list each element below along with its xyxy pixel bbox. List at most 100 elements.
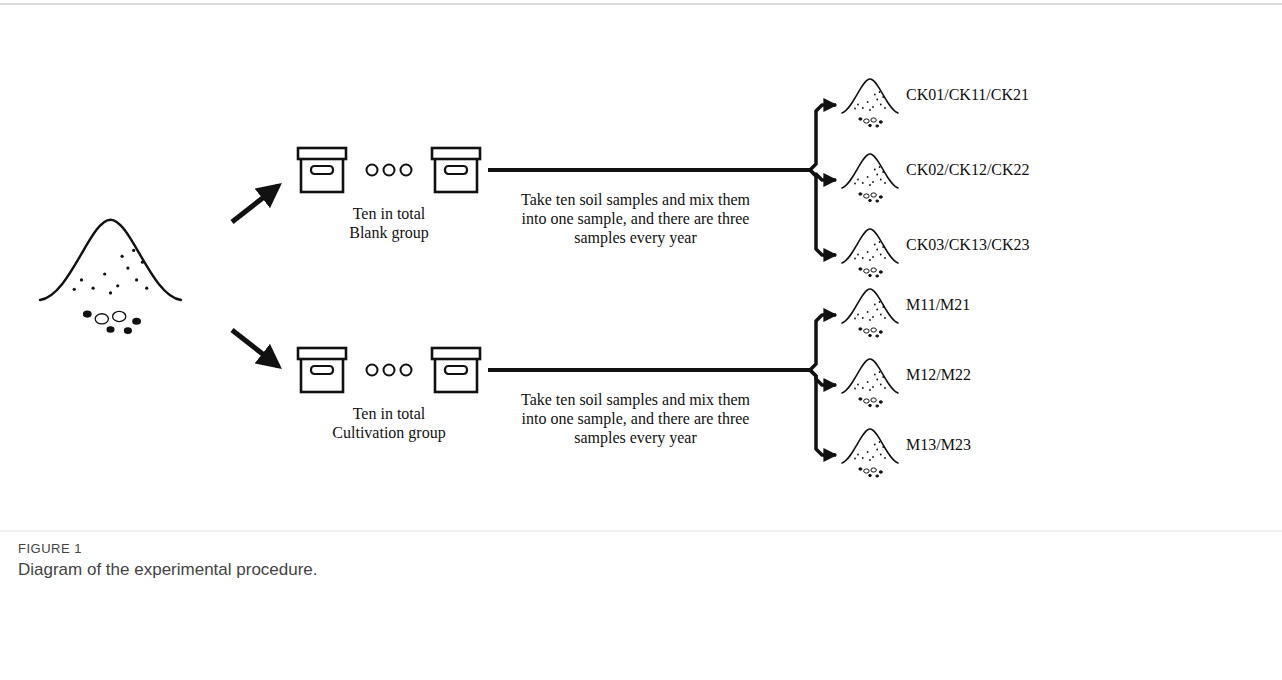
soil-grain bbox=[876, 99, 878, 101]
pile-outline bbox=[842, 359, 898, 393]
box-lid bbox=[298, 148, 346, 159]
soil-grain bbox=[854, 258, 856, 260]
soil-grain bbox=[854, 318, 856, 320]
sample-pile bbox=[838, 355, 902, 411]
pebble bbox=[133, 318, 141, 324]
soil-grain bbox=[882, 306, 884, 308]
soil-grain bbox=[879, 371, 881, 373]
soil-grain bbox=[884, 317, 886, 319]
soil-grain bbox=[879, 91, 881, 93]
pebble bbox=[876, 125, 879, 127]
pile-outline bbox=[842, 289, 898, 323]
soil-grain bbox=[869, 389, 871, 391]
pile-outline bbox=[842, 154, 898, 188]
box-handle bbox=[311, 166, 333, 174]
soil-grain bbox=[872, 456, 874, 458]
sample-node: CK03/CK13/CK23 bbox=[838, 225, 1034, 281]
process-note: Take ten soil samples and mix them into … bbox=[508, 390, 763, 448]
pebble bbox=[879, 196, 882, 198]
soil-grain bbox=[882, 246, 884, 248]
group-node: Ten in total Cultivation group bbox=[296, 340, 482, 442]
soil-grain bbox=[880, 179, 882, 181]
box-icon bbox=[298, 148, 346, 192]
soil-grain bbox=[880, 314, 882, 316]
sample-label: CK03/CK13/CK23 bbox=[906, 235, 1030, 254]
ellipsis-circle bbox=[384, 365, 395, 376]
soil-grain bbox=[884, 457, 886, 459]
pebble bbox=[871, 193, 876, 197]
pebble bbox=[869, 274, 872, 276]
box-body bbox=[435, 358, 477, 392]
soil-grain bbox=[882, 96, 884, 98]
sample-label: M12/M22 bbox=[906, 365, 971, 384]
soil-grain bbox=[882, 446, 884, 448]
pebble bbox=[859, 398, 862, 400]
soil-grain bbox=[874, 94, 876, 96]
sample-pile bbox=[838, 425, 902, 481]
soil-grain bbox=[854, 458, 856, 460]
pebble bbox=[871, 268, 876, 272]
soil-grain bbox=[109, 291, 112, 294]
pebble bbox=[864, 399, 869, 403]
pebble bbox=[107, 327, 114, 332]
pebble bbox=[876, 335, 879, 337]
soil-grain bbox=[884, 107, 886, 109]
soil-grain bbox=[879, 301, 881, 303]
ellipsis-circle bbox=[367, 365, 378, 376]
soil-grain bbox=[880, 254, 882, 256]
box-icon bbox=[432, 148, 480, 192]
ellipsis-circle bbox=[401, 165, 412, 176]
pebble bbox=[879, 121, 882, 123]
pebble bbox=[879, 471, 882, 473]
soil-grain bbox=[867, 381, 869, 383]
soil-grain bbox=[80, 278, 83, 281]
sample-pile bbox=[838, 150, 902, 206]
pebble bbox=[864, 194, 869, 198]
soil-grain bbox=[867, 311, 869, 313]
pile-outline bbox=[842, 429, 898, 463]
soil-grain bbox=[874, 304, 876, 306]
process-arrow bbox=[488, 105, 836, 170]
soil-grain bbox=[135, 278, 138, 281]
soil-grain bbox=[879, 241, 881, 243]
soil-pile bbox=[40, 220, 181, 334]
sample-label: CK01/CK11/CK21 bbox=[906, 85, 1029, 104]
soil-grain bbox=[862, 257, 864, 259]
pebble bbox=[869, 404, 872, 406]
soil-grain bbox=[869, 459, 871, 461]
soil-grain bbox=[857, 254, 859, 256]
process-note: Take ten soil samples and mix them into … bbox=[508, 190, 763, 248]
pebble bbox=[859, 193, 862, 195]
soil-grain bbox=[882, 171, 884, 173]
top-rule bbox=[0, 3, 1282, 5]
pebble bbox=[869, 199, 872, 201]
soil-grain bbox=[867, 451, 869, 453]
soil-grain bbox=[874, 244, 876, 246]
box-handle bbox=[445, 166, 467, 174]
sample-label: CK02/CK12/CK22 bbox=[906, 160, 1030, 179]
pebble bbox=[859, 468, 862, 470]
soil-grain bbox=[862, 457, 864, 459]
soil-grain bbox=[880, 384, 882, 386]
box-icon bbox=[432, 348, 480, 392]
pebble bbox=[871, 118, 876, 122]
soil-grain bbox=[880, 454, 882, 456]
pebble bbox=[869, 474, 872, 476]
pebble bbox=[876, 475, 879, 477]
box-group-icon bbox=[296, 140, 482, 200]
soil-grain bbox=[884, 387, 886, 389]
soil-grain bbox=[879, 166, 881, 168]
box-lid bbox=[432, 348, 480, 359]
box-icon bbox=[298, 348, 346, 392]
soil-grain bbox=[103, 272, 106, 275]
soil-grain bbox=[854, 183, 856, 185]
soil-grain bbox=[869, 259, 871, 261]
soil-grain bbox=[854, 108, 856, 110]
soil-grain bbox=[874, 444, 876, 446]
soil-grain bbox=[869, 184, 871, 186]
sample-node: CK01/CK11/CK21 bbox=[838, 75, 1033, 131]
soil-grain bbox=[91, 287, 94, 290]
soil-grain bbox=[857, 104, 859, 106]
pebble bbox=[876, 405, 879, 407]
soil-grain bbox=[857, 179, 859, 181]
